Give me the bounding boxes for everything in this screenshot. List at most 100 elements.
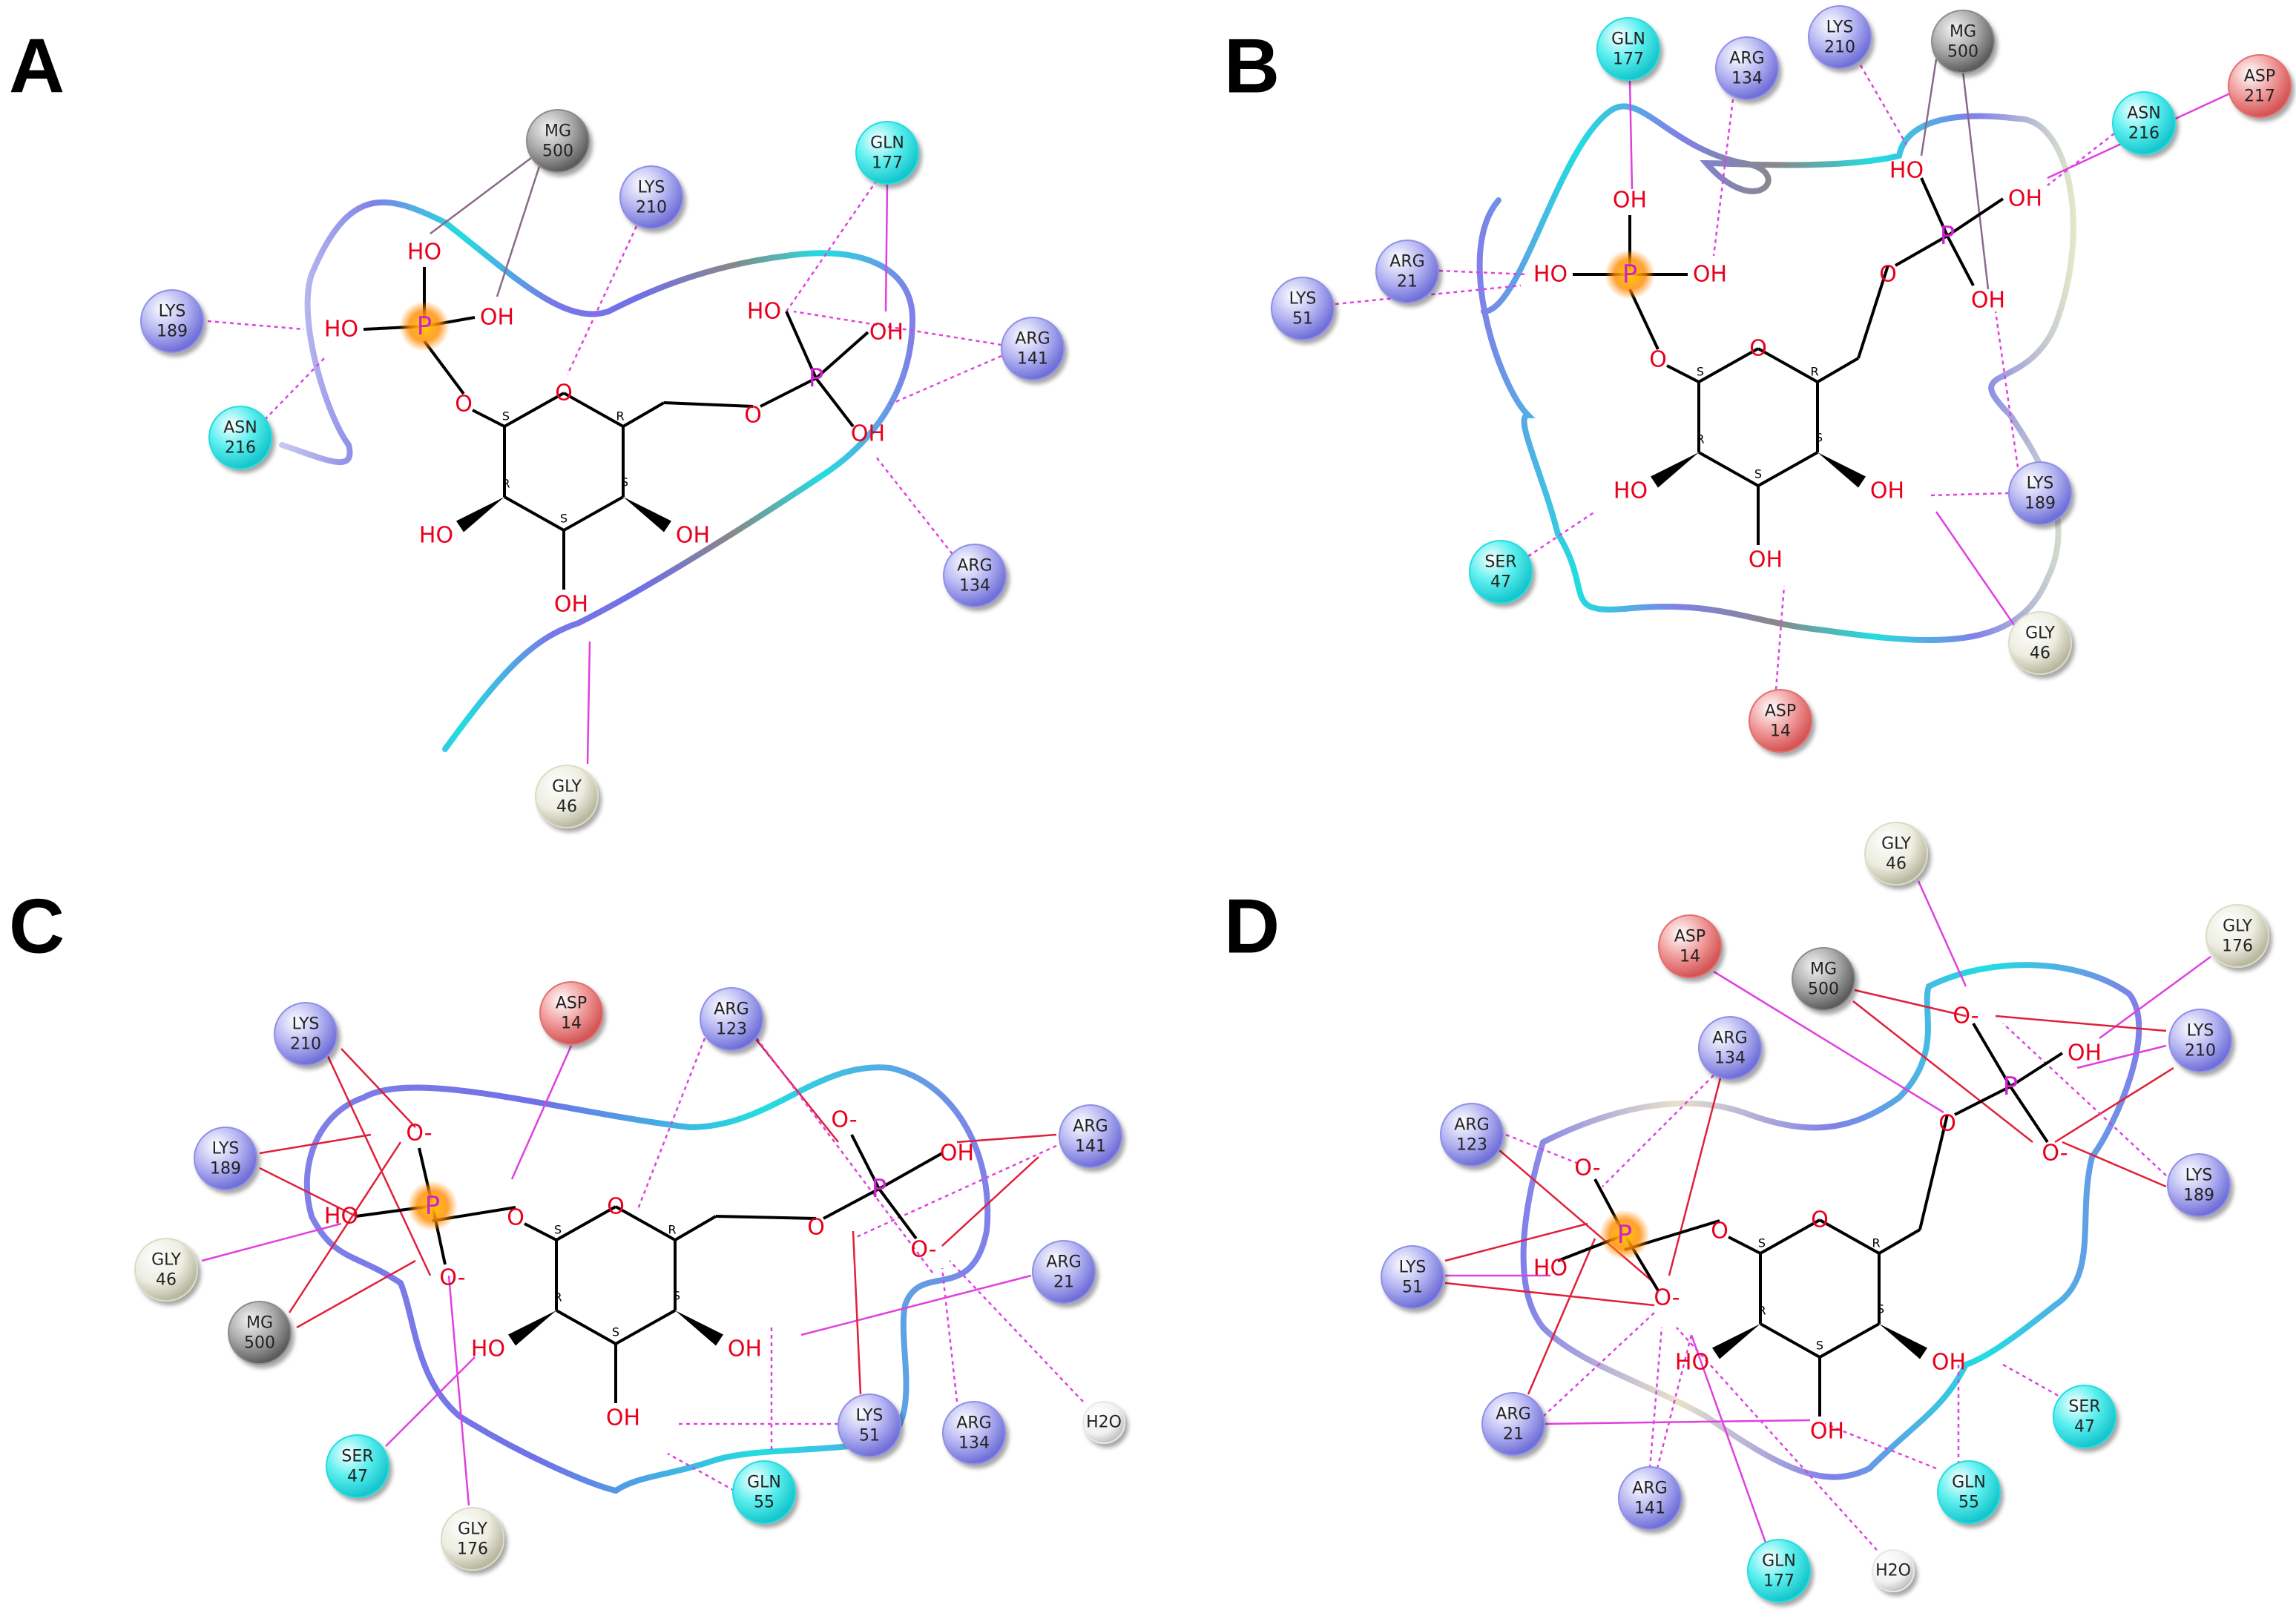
interaction-line-57 <box>2054 1066 2174 1144</box>
residue-name: MG <box>246 1314 273 1333</box>
binding-pocket-outline-b <box>1476 103 2076 644</box>
ring-bond-d-5 <box>1760 1322 1820 1359</box>
residue-name: GLY <box>1881 835 1911 854</box>
residue-d-h2o: H2O <box>1872 1549 1915 1592</box>
interaction-line-56 <box>2076 1044 2167 1069</box>
phosphorus-1-c: P <box>425 1191 441 1221</box>
p2-sub-bond-a-0 <box>785 311 818 379</box>
interaction-line-8 <box>889 354 1002 406</box>
residue-number: 141 <box>1075 1138 1106 1156</box>
residue-ball <box>1271 277 1335 340</box>
p1-sub-b-2: OH <box>1693 262 1727 288</box>
p1-sub-a-2: OH <box>480 305 514 331</box>
hydroxyl-a-2: OH <box>676 523 710 549</box>
residue-number: 141 <box>1634 1500 1665 1518</box>
o6-oxygen-a: O <box>744 403 762 429</box>
p2-sub-bond-d-2 <box>2009 1085 2049 1144</box>
stereo-a-4: S <box>560 512 568 526</box>
residue-number: 210 <box>2185 1042 2216 1061</box>
residue-name: GLN <box>1611 30 1645 49</box>
p2-sub-bond-b-2 <box>1946 235 1975 286</box>
anomeric-oxygen-c: O <box>507 1205 524 1231</box>
residue-number: 210 <box>1824 39 1855 57</box>
p2-sub-bond-c-2 <box>878 1187 918 1240</box>
interaction-line-13 <box>1859 65 1908 145</box>
wedge-c-1 <box>508 1310 556 1346</box>
residue-name: LYS <box>2185 1167 2213 1185</box>
residue-name: ARG <box>1015 330 1050 349</box>
residue-ball <box>1375 240 1439 303</box>
residue-number: 176 <box>457 1540 488 1559</box>
residue-name: MG <box>1810 960 1837 979</box>
residue-number: 46 <box>156 1271 177 1290</box>
p2-sub-bond-b-0 <box>1920 177 1949 237</box>
wedge-c-2 <box>675 1310 723 1346</box>
stereo-a-5: R <box>501 477 510 491</box>
residue-name: SER <box>1484 553 1516 572</box>
p2-sub-c-2: O- <box>910 1237 936 1263</box>
residue-ball <box>2228 54 2292 118</box>
interaction-line-25 <box>341 1048 416 1128</box>
p2-bond-b <box>1895 234 1948 267</box>
ring-bond-c-2 <box>615 1205 676 1241</box>
stereo-d-5: R <box>1757 1304 1766 1318</box>
residue-ball <box>208 406 272 469</box>
interaction-line-23 <box>1527 510 1596 558</box>
residue-ball <box>1658 914 1722 978</box>
residue-ball <box>274 1002 338 1066</box>
binding-pocket-outline-d <box>1520 962 2142 1480</box>
ring-bond-a-5 <box>504 495 565 532</box>
stereo-d-3: S <box>1877 1302 1884 1316</box>
residue-name: ARG <box>1632 1480 1667 1498</box>
phosphorus-1-b: P <box>1622 260 1638 289</box>
residue-number: 46 <box>2030 644 2050 663</box>
panel-label-c: C <box>9 883 65 969</box>
residue-ball <box>1937 1460 2001 1524</box>
p2-sub-bond-d-1 <box>2009 1052 2064 1088</box>
p2-sub-bond-c-1 <box>878 1152 943 1190</box>
interaction-line-62 <box>1444 1222 1588 1262</box>
hydroxyl-b-3: OH <box>1749 547 1783 573</box>
residue-number: 177 <box>1763 1572 1795 1591</box>
residue-number: 14 <box>561 1015 582 1033</box>
residue-number: 189 <box>2024 495 2056 513</box>
residue-number: 21 <box>1397 273 1418 291</box>
phosphorus-2-d: P <box>2003 1072 2019 1101</box>
interaction-line-74 <box>1676 1327 1878 1551</box>
interaction-line-29 <box>201 1222 342 1262</box>
ring-bond-d-4 <box>1819 1322 1880 1359</box>
residue-name: SER <box>2068 1398 2100 1417</box>
ring-bond-d-1 <box>1760 1218 1820 1255</box>
interaction-line-51 <box>1854 989 1967 1018</box>
p1-sub-a-1: HO <box>324 317 358 343</box>
stereo-d-1: S <box>1758 1236 1766 1250</box>
p1-sub-a-0: HO <box>407 240 441 266</box>
interaction-line-44 <box>949 1260 1084 1402</box>
p2-sub-bond-d-0 <box>1972 1022 2012 1088</box>
residue-number: 14 <box>1770 722 1791 741</box>
p1-bond-b <box>1628 288 1659 350</box>
interaction-line-71 <box>1648 1327 1663 1469</box>
residue-ball <box>2168 1009 2232 1072</box>
stereo-c-1: S <box>554 1223 562 1237</box>
residue-number: 176 <box>2222 937 2253 956</box>
residue-number: 216 <box>225 439 256 458</box>
stereo-b-3: S <box>1815 431 1823 445</box>
interaction-line-36 <box>956 1133 1057 1144</box>
residue-number: 210 <box>290 1035 321 1054</box>
p2-sub-b-2: OH <box>1971 288 2005 314</box>
interaction-line-64 <box>1444 1282 1655 1307</box>
